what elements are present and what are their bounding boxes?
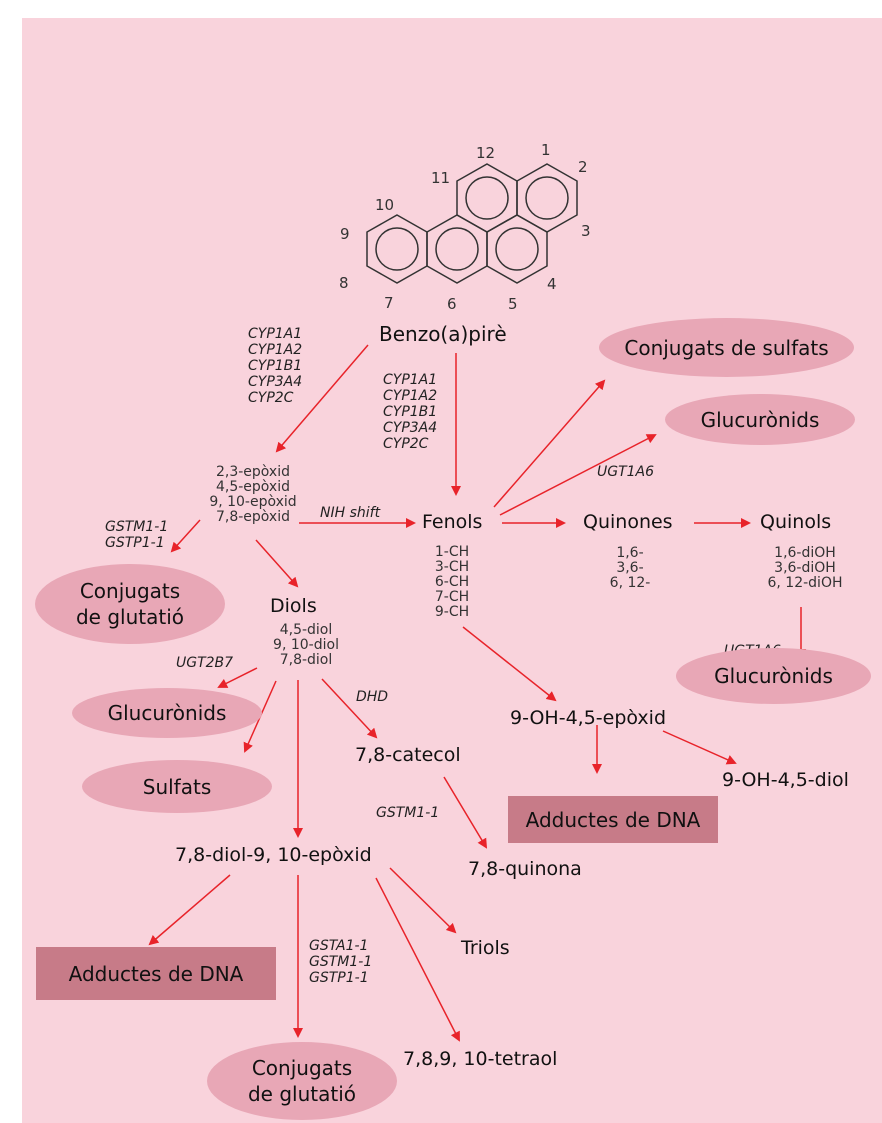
position-12: 12 [476,144,496,162]
arrow-diols-to-glucuronides [217,667,258,688]
position-11: 11 [431,169,451,187]
arrow-catechol-to-quinone [443,776,488,849]
arrow-fenols-to-oh-epoxide [462,626,557,702]
position-2: 2 [578,158,588,176]
position-4: 4 [547,275,557,293]
ring-a-inner [525,176,569,220]
enzyme-ugt2b7: UGT2B7 [176,655,234,671]
catechol-label: 7,8-catecol [355,744,461,766]
oh-diol-label: 9-OH-4,5-diol [722,769,849,791]
ellipse-sulfate-conjugates: Conjugats de sulfats [599,318,854,377]
position-1: 1 [541,141,551,159]
arrow-oh-epoxide-to-oh-diol [662,730,737,765]
tetraol-label: 7,8,9, 10-tetraol [403,1048,558,1070]
position-7: 7 [384,294,394,312]
fenols-title: Fenols [422,511,483,533]
arrow-fenols-to-glucuronides [499,434,657,516]
oh-epoxide-label: 9-OH-4,5-epòxid [510,707,667,729]
enzymes-gst-bottom: GSTA1-1 GSTM1-1 GSTP1-1 [309,938,373,986]
fenols-list: 1-CH 3-CH 6-CH 7-CH 9-CH [434,544,470,620]
diol-epoxide-label: 7,8-diol-9, 10-epòxid [175,844,372,866]
arrow-diol-epoxide-to-adducts [148,874,231,946]
enzyme-dhd: DHD [356,689,389,705]
ellipse-glucuronides-left: Glucurònids [72,688,262,738]
enzyme-nih-shift: NIH shift [320,505,381,521]
arrow-epoxides-to-glutathione [170,519,201,553]
position-9: 9 [340,225,350,243]
quinols-title: Quinols [760,511,832,533]
position-10: 10 [375,196,395,214]
position-5: 5 [508,295,518,313]
arrow-bap-to-epoxides [275,344,369,453]
ring-c-inner [495,227,539,271]
ellipse-glutathione-bottom: Conjugats de glutatió [207,1042,397,1120]
arrow-diol-epoxide-to-triols [389,867,457,934]
ellipse-glucuronides-top: Glucurònids [665,394,855,445]
enzymes-gst-left: GSTM1-1 GSTP1-1 [105,519,169,551]
box-dna-adducts-left: Adductes de DNA [36,947,276,1000]
quinones-list: 1,6- 3,6- 6, 12- [609,545,651,591]
ring-e [366,214,428,284]
enzymes-cyp-mid: CYP1A1 CYP1A2 CYP1B1 CYP3A4 CYP2C [383,372,438,452]
arrow-diol-epoxide-to-tetraol [375,877,460,1042]
enzyme-gstm-catechol: GSTM1-1 [376,805,440,821]
epoxide-list: 2,3-epòxid 4,5-epòxid 9, 10-epòxid 7,8-e… [209,464,297,525]
box-dna-adducts-right: Adductes de DNA [508,796,718,843]
quinols-list: 1,6-diOH 3,6-diOH 6, 12-diOH [767,545,843,591]
ellipse-glutathione-left: Conjugats de glutatió [35,564,225,644]
triols-label: Triols [461,937,510,959]
enzyme-ugt1a6-top: UGT1A6 [597,464,655,480]
arrow-epoxides-to-diols [255,539,299,588]
arrow-fenols-to-sulfates [493,379,606,508]
quinones-title: Quinones [583,511,673,533]
diols-title: Diols [270,595,317,617]
enzymes-cyp-left: CYP1A1 CYP1A2 CYP1B1 CYP3A4 CYP2C [248,326,303,406]
position-6: 6 [447,295,457,313]
ellipse-sulfates: Sulfats [82,760,272,813]
molecule-name: Benzo(a)pirè [379,322,507,346]
quinone-label: 7,8-quinona [468,858,582,880]
ring-d-inner [435,227,479,271]
position-8: 8 [339,274,349,292]
ring-b-inner [465,176,509,220]
diols-list: 4,5-diol 9, 10-diol 7,8-diol [273,622,339,668]
ring-e-inner [375,227,419,271]
ellipse-glucuronides-right: Glucurònids [676,648,871,704]
arrow-diols-to-catechol [321,678,378,739]
position-3: 3 [581,222,591,240]
